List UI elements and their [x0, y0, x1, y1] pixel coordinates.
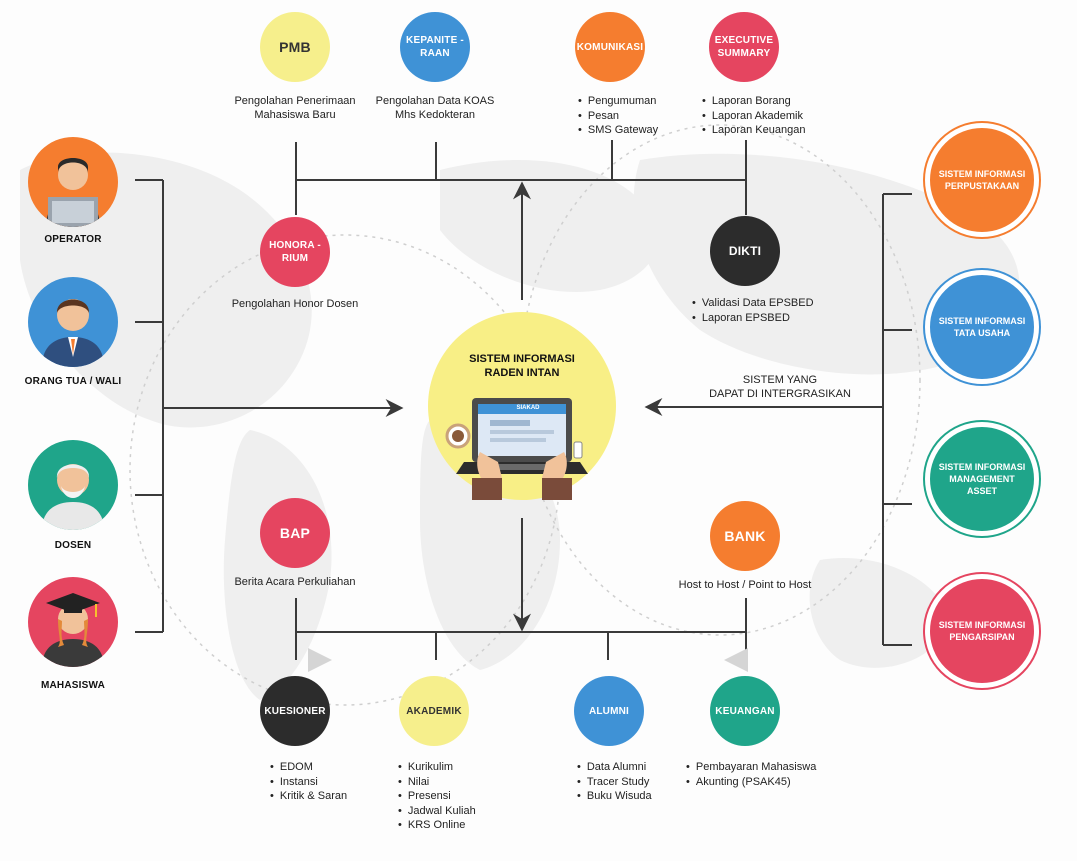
- node-bank-label: BANK: [724, 528, 766, 544]
- node-keuangan-list: Pembayaran Mahasiswa Akunting (PSAK45): [686, 760, 816, 789]
- list-item: Pengumuman: [578, 94, 658, 109]
- node-pmb-label: PMB: [279, 39, 311, 55]
- list-item: SMS Gateway: [578, 123, 658, 138]
- user-dosen-avatar[interactable]: [28, 440, 118, 530]
- center-node-sistem-informasi[interactable]: SISTEM INFORMASI RADEN INTAN SIAKAD: [428, 312, 616, 500]
- connector-lines: [135, 140, 912, 660]
- lecturer-icon: [42, 464, 104, 530]
- list-item: Buku Wisuda: [577, 789, 652, 804]
- node-executive-label: EXECUTIVE SUMMARY: [714, 35, 774, 59]
- integration-label: SISTEM YANG DAPAT DI INTERGRASIKAN: [709, 374, 851, 400]
- node-kuesioner-label: KUESIONER: [264, 705, 326, 717]
- node-kepaniteraan[interactable]: KEPANITE - RAAN: [400, 12, 470, 82]
- list-item: Pesan: [578, 109, 658, 124]
- list-item: Kurikulim: [398, 760, 476, 775]
- system-asset-label: SISTEM INFORMASI MANAGEMENT ASSET: [938, 462, 1026, 496]
- deco-triangle-left: [308, 648, 332, 672]
- node-komunikasi-label: KOMUNIKASI: [576, 41, 644, 53]
- node-executive-list: Laporan Borang Laporan Akademik Laporan …: [702, 94, 806, 138]
- list-item: Laporan Akademik: [702, 109, 805, 124]
- node-akademik[interactable]: AKADEMIK: [399, 676, 469, 746]
- node-alumni-list: Data Alumni Tracer Study Buku Wisuda: [577, 760, 652, 804]
- node-bap-label: BAP: [279, 525, 311, 541]
- node-bap-desc: Berita Acara Perkuliahan: [234, 576, 356, 588]
- user-operator-label: OPERATOR: [44, 234, 102, 245]
- node-kepaniteraan-desc: Pengolahan Data KOAS Mhs Kedokteran: [375, 95, 495, 121]
- user-mahasiswa-avatar[interactable]: [28, 577, 118, 667]
- phone-icon: [573, 441, 583, 459]
- list-item: Pembayaran Mahasiswa: [686, 760, 816, 775]
- system-tatausaha[interactable]: SISTEM INFORMASI TATA USAHA: [925, 270, 1039, 384]
- node-pmb-desc: Pengolahan Penerimaan Mahasiswa Baru: [234, 95, 356, 121]
- hand-left-icon: [477, 452, 502, 484]
- system-tatausaha-label: SISTEM INFORMASI TATA USAHA: [938, 316, 1026, 338]
- list-item: KRS Online: [398, 818, 476, 833]
- user-mahasiswa-label: MAHASISWA: [40, 680, 106, 691]
- list-item: EDOM: [270, 760, 347, 775]
- operator-icon: [46, 158, 100, 227]
- node-alumni[interactable]: ALUMNI: [574, 676, 644, 746]
- node-dikti-list: Validasi Data EPSBED Laporan EPSBED: [692, 296, 814, 325]
- node-akademik-label: AKADEMIK: [406, 705, 462, 717]
- user-operator-avatar[interactable]: [28, 137, 118, 227]
- node-honorarium-label: HONORA - RIUM: [269, 240, 321, 264]
- system-pengarsipan[interactable]: SISTEM INFORMASI PENGARSIPAN: [925, 574, 1039, 688]
- laptop-screen-text: SIAKAD: [516, 405, 540, 411]
- node-executive-summary[interactable]: EXECUTIVE SUMMARY: [709, 12, 779, 82]
- list-item: Laporan Keuangan: [702, 123, 806, 138]
- list-item: Kritik & Saran: [270, 789, 347, 804]
- system-asset[interactable]: SISTEM INFORMASI MANAGEMENT ASSET: [925, 422, 1039, 536]
- list-item: Akunting (PSAK45): [686, 775, 816, 790]
- deco-triangle-right: [724, 648, 748, 672]
- parent-icon: [42, 299, 104, 367]
- student-icon: [42, 593, 104, 667]
- list-item: Data Alumni: [577, 760, 652, 775]
- node-bank[interactable]: BANK: [710, 501, 780, 571]
- node-kepaniteraan-label: KEPANITE - RAAN: [406, 35, 464, 59]
- node-pmb[interactable]: PMB: [260, 12, 330, 82]
- list-item: Jadwal Kuliah: [398, 804, 476, 819]
- node-keuangan[interactable]: KEUANGAN: [710, 676, 780, 746]
- node-alumni-label: ALUMNI: [588, 705, 630, 717]
- node-bap[interactable]: BAP: [260, 498, 330, 568]
- node-honorarium[interactable]: HONORA - RIUM: [260, 217, 330, 287]
- system-perpustakaan[interactable]: SISTEM INFORMASI PERPUSTAKAAN: [925, 123, 1039, 237]
- system-pengarsipan-label: SISTEM INFORMASI PENGARSIPAN: [938, 620, 1026, 642]
- node-komunikasi-list: Pengumuman Pesan SMS Gateway: [578, 94, 658, 138]
- center-title: SISTEM INFORMASI RADEN INTAN: [469, 353, 575, 379]
- node-akademik-list: Kurikulim Nilai Presensi Jadwal Kuliah K…: [398, 760, 476, 833]
- node-kuesioner-list: EDOM Instansi Kritik & Saran: [270, 760, 347, 804]
- list-item: Presensi: [398, 789, 476, 804]
- list-item: Nilai: [398, 775, 476, 790]
- node-keuangan-label: KEUANGAN: [715, 705, 775, 717]
- user-dosen-label: DOSEN: [54, 540, 92, 551]
- node-dikti[interactable]: DIKTI: [710, 216, 780, 286]
- list-item: Validasi Data EPSBED: [692, 296, 814, 311]
- node-honorarium-desc: Pengolahan Honor Dosen: [231, 298, 359, 310]
- laptop-illustration: [445, 398, 588, 500]
- list-item: Laporan Borang: [702, 94, 805, 109]
- hand-right-icon: [542, 452, 567, 484]
- user-orangtua-label: ORANG TUA / WALI: [24, 376, 122, 387]
- list-item: Laporan EPSBED: [692, 311, 814, 326]
- node-kuesioner[interactable]: KUESIONER: [260, 676, 330, 746]
- user-orangtua-avatar[interactable]: [28, 277, 118, 367]
- list-item: Instansi: [270, 775, 347, 790]
- node-dikti-label: DIKTI: [728, 244, 762, 258]
- node-bank-desc: Host to Host / Point to Host: [678, 579, 812, 591]
- list-item: Tracer Study: [577, 775, 652, 790]
- node-komunikasi[interactable]: KOMUNIKASI: [575, 12, 645, 82]
- system-perpustakaan-label: SISTEM INFORMASI PERPUSTAKAAN: [938, 169, 1026, 191]
